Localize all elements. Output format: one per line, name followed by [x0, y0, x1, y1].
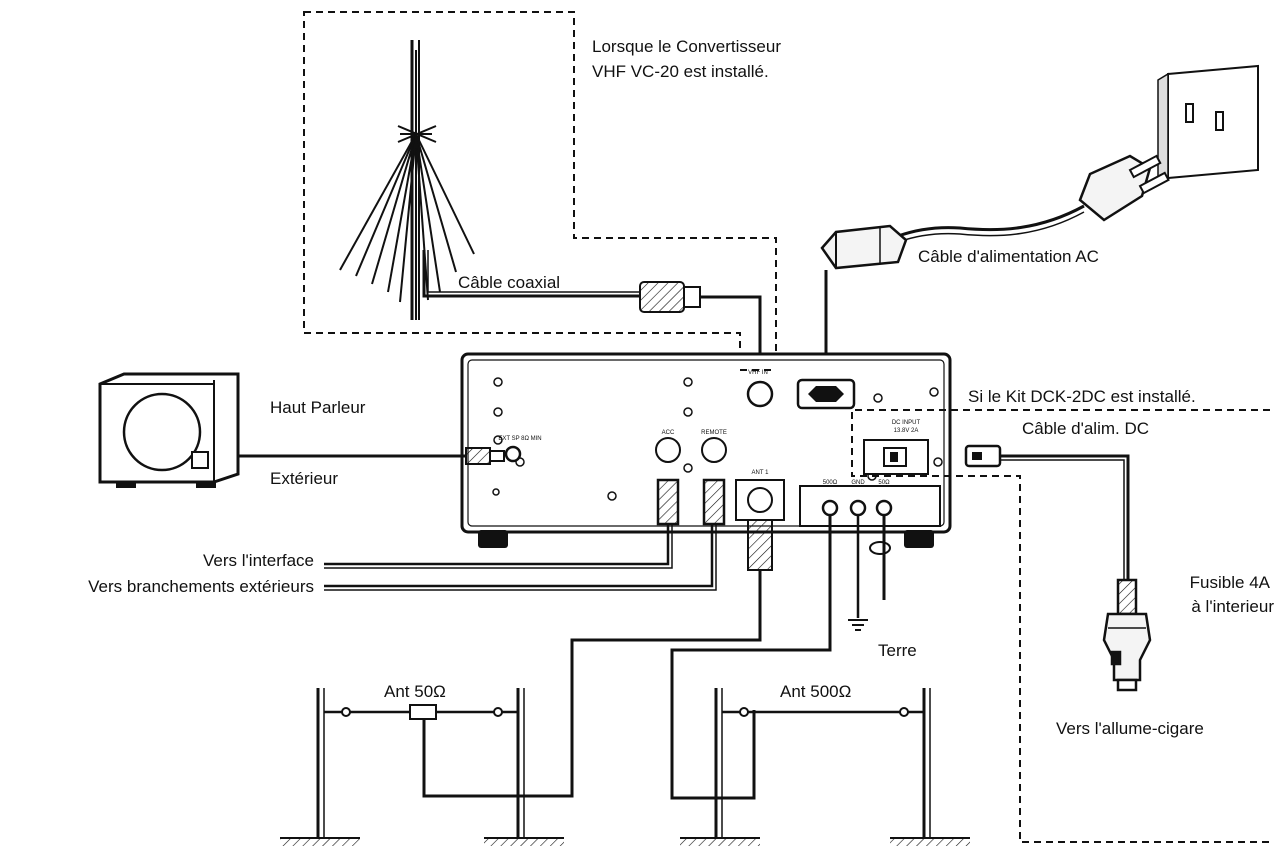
external-label: Vers branchements extérieurs	[88, 577, 314, 596]
dc-plug-icon	[966, 446, 1128, 580]
vc20-label-line1: Lorsque le Convertisseur	[592, 37, 781, 56]
dc-input-label: DC INPUT	[892, 420, 921, 426]
fuse-label-line1: Fusible 4A	[1190, 573, 1271, 592]
ac-plug-icon	[898, 156, 1168, 242]
dck-kit-label: Si le Kit DCK-2DC est installé.	[968, 387, 1196, 406]
cigar-plug-icon	[1104, 580, 1150, 690]
ant500-label: Ant 500Ω	[780, 682, 851, 701]
vc20-label-line2: VHF VC-20 est installé.	[592, 62, 769, 81]
coax-label: Câble coaxial	[458, 273, 560, 292]
dc-rating-label: 13.8V 2A	[894, 428, 919, 434]
cigar-label: Vers l'allume-cigare	[1056, 719, 1204, 738]
ext-sp-label: EXT SP 8Ω MIN	[498, 436, 541, 442]
ant-50-icon	[280, 688, 564, 846]
acc-label: ACC	[662, 430, 675, 436]
external-speaker-icon	[100, 374, 238, 488]
speaker-label-line1: Haut Parleur	[270, 398, 366, 417]
ant-500-icon	[680, 688, 970, 846]
ground-label: Terre	[878, 641, 917, 660]
gnd-label: GND	[851, 480, 865, 486]
ant50-label: Ant 50Ω	[384, 682, 446, 701]
remote-label: REMOTE	[701, 430, 727, 436]
speaker-label-line2: Extérieur	[270, 469, 338, 488]
ac-cable-label: Câble d'alimentation AC	[918, 247, 1099, 266]
t500-label: 500Ω	[823, 480, 838, 486]
interface-label: Vers l'interface	[203, 551, 314, 570]
wall-outlet-icon	[1158, 66, 1258, 182]
coax-plug-icon	[640, 282, 700, 312]
t50-label: 50Ω	[878, 480, 890, 486]
ac-connector-icon	[822, 226, 906, 268]
fuse-label-line2: à l'interieur	[1191, 597, 1274, 616]
ant1-label: ANT 1	[752, 470, 770, 476]
dc-cable-label: Câble d'alim. DC	[1022, 419, 1149, 438]
